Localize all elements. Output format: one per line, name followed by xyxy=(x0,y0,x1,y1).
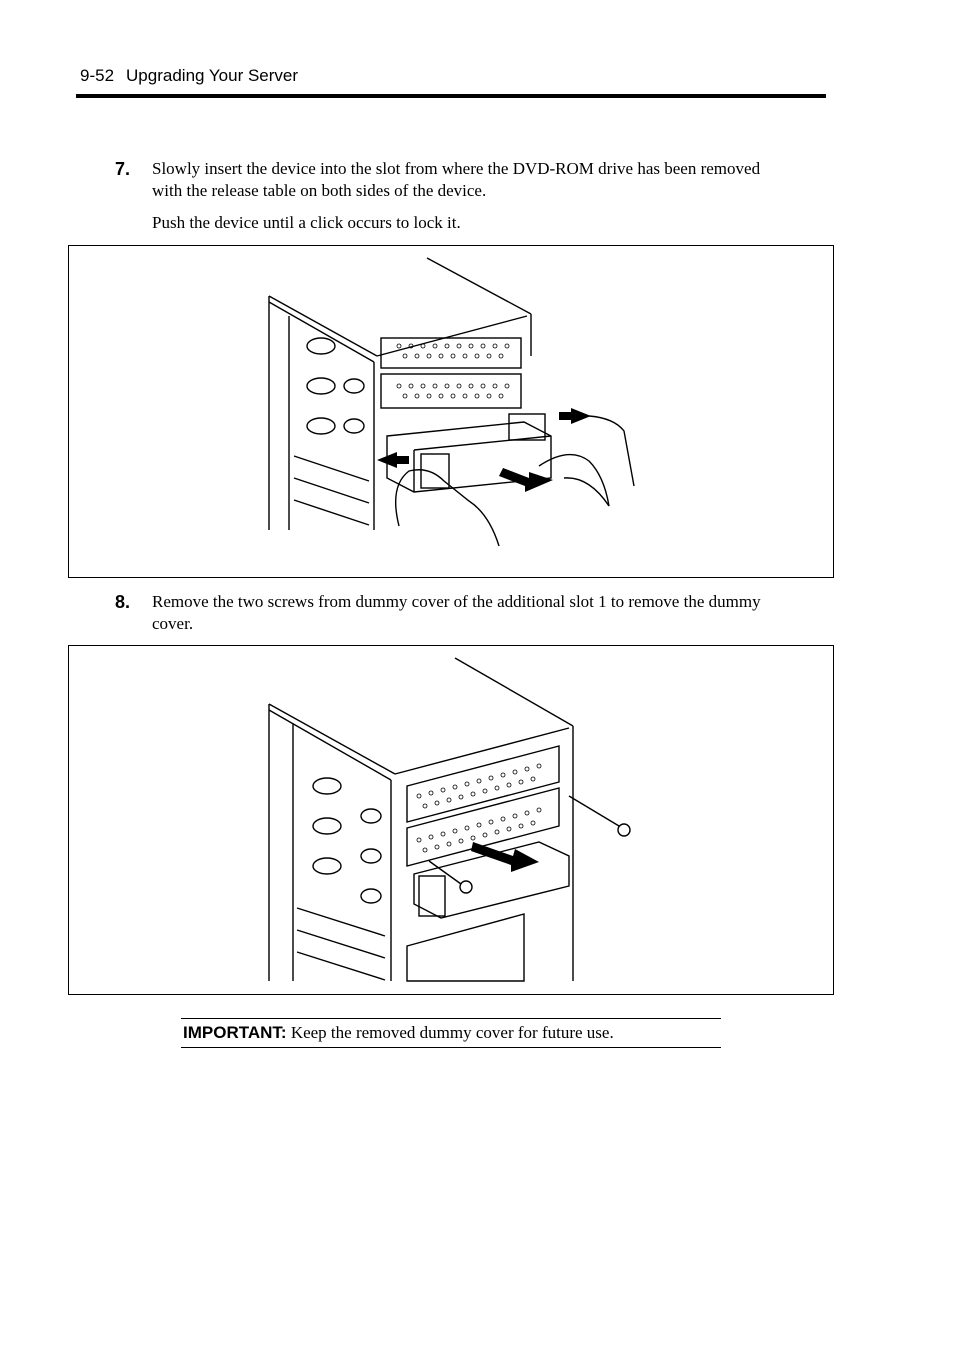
arrow-right-1 xyxy=(377,452,409,468)
device-body xyxy=(386,421,552,493)
page-header: 9-52 Upgrading Your Server xyxy=(80,66,298,86)
chassis-top-edge xyxy=(454,657,574,727)
dummy-cover xyxy=(406,787,560,867)
important-note: IMPORTANT: Keep the removed dummy cover … xyxy=(181,1018,721,1048)
step-8-line-2: cover. xyxy=(152,614,194,633)
chassis-top-edge xyxy=(426,257,532,315)
header-rule xyxy=(76,94,826,98)
server-dummy-cover-illustration xyxy=(268,657,631,982)
important-label: IMPORTANT: xyxy=(183,1023,287,1042)
step-8-text: Remove the two screws from dummy cover o… xyxy=(152,591,832,635)
step-8-line-1: Remove the two screws from dummy cover o… xyxy=(152,592,761,611)
step-7-number: 7. xyxy=(115,159,131,179)
step-7-text: Slowly insert the device into the slot f… xyxy=(152,158,832,202)
bay-cover-2 xyxy=(380,373,522,409)
step-7-line-2: with the release table on both sides of … xyxy=(152,181,487,200)
left-hand xyxy=(395,469,500,547)
step-7-line-1: Slowly insert the device into the slot f… xyxy=(152,159,761,178)
page-number: 9-52 xyxy=(80,66,115,85)
step-8-number: 8. xyxy=(115,592,131,612)
right-hand xyxy=(538,453,610,507)
server-insert-illustration xyxy=(268,257,635,547)
arrow-left-1 xyxy=(559,408,591,424)
arrow-pull-out xyxy=(471,842,539,872)
figure-insert-device xyxy=(68,245,834,578)
step-7-note: Push the device until a click occurs to … xyxy=(152,213,461,232)
bay-cover-top xyxy=(406,745,560,823)
arrow-left-2 xyxy=(499,468,553,492)
section-title: Upgrading Your Server xyxy=(126,66,299,85)
figure-remove-dummy-cover xyxy=(68,645,834,995)
screw-right xyxy=(617,823,631,837)
bay-cover-1 xyxy=(380,337,522,369)
screw-left xyxy=(459,880,473,894)
important-text: Keep the removed dummy cover for future … xyxy=(286,1023,614,1042)
